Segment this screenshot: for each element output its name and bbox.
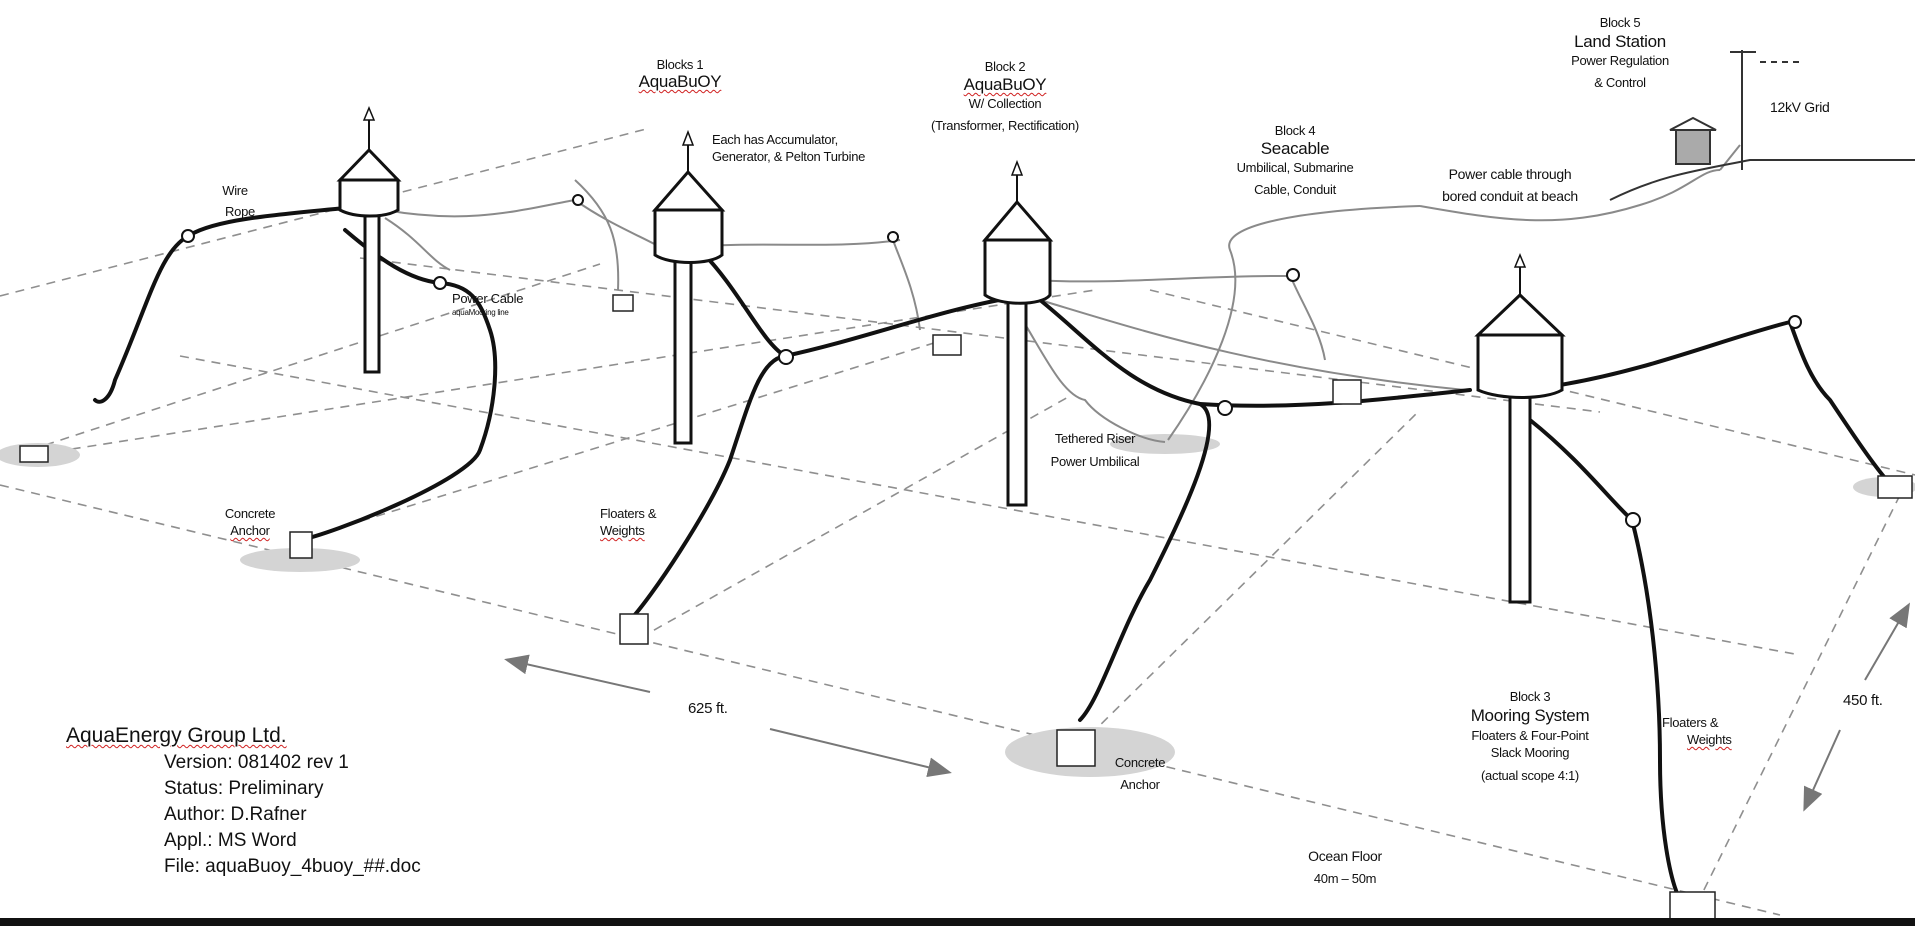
buoy-3 [981, 159, 1054, 507]
grid-label: 12kV Grid [1770, 99, 1830, 115]
wire-rope-label-2: Rope [225, 204, 255, 219]
document-metadata: Version: 081402 rev 1 Status: Preliminar… [164, 750, 421, 880]
anchor-shadows [0, 434, 1915, 777]
beach-cable-2: bored conduit at beach [1442, 188, 1578, 204]
ocean-floor-grid [0, 127, 1915, 919]
company-name: AquaEnergy Group Ltd. [66, 724, 287, 747]
floaters-center-2: Weights [600, 523, 645, 538]
block1-title: AquaBuOY [638, 72, 722, 91]
concrete-anchor-right-2: Anchor [1120, 777, 1160, 792]
block1-desc: Each has Accumulator, Generator, & Pelto… [712, 131, 865, 165]
tethered-riser-1: Tethered Riser [1054, 431, 1136, 446]
tethered-riser-2: Power Umbilical [1050, 454, 1140, 469]
concrete-anchor-left-label: Concrete Anchor [210, 505, 290, 539]
tethered-riser-label: Tethered Riser Power Umbilical [1035, 430, 1155, 470]
block1-desc-line2: Generator, & Pelton Turbine [712, 149, 866, 164]
floor-diag-2 [299, 337, 951, 541]
wire-rope-label: Wire Rope [205, 182, 265, 220]
ocean-floor-2: 40m – 50m [1313, 871, 1377, 886]
block3-title: Mooring System [1470, 706, 1590, 725]
block3-line1: Block 3 [1509, 689, 1551, 704]
block3-desc2: Slack Mooring [1490, 745, 1570, 760]
power-cable-label: Power Cable aquaMooring line [452, 290, 523, 319]
beach-cable-label: Power cable through bored conduit at bea… [1420, 166, 1600, 205]
concrete-anchor-left-2: Anchor [230, 523, 270, 538]
block4-line1: Block 4 [1274, 123, 1316, 138]
floaters-right-1: Floaters & [1662, 715, 1719, 730]
dim-625-label: 625 ft. [688, 700, 728, 717]
block4-desc2: Cable, Conduit [1254, 182, 1336, 197]
block2-desc2: (Transformer, Rectification) [931, 118, 1079, 133]
doc-author: Author: D.Rafner [164, 804, 307, 825]
floaters-right-label: Floaters & Weights [1662, 714, 1732, 748]
floor-line-2 [39, 289, 1096, 455]
floor-line-1 [179, 355, 1801, 656]
block3-desc: Floaters & Four-Point [1471, 728, 1589, 743]
floor-diag-4 [1089, 409, 1421, 736]
buoy-4 [1474, 253, 1566, 604]
power-cable-text: Power Cable [452, 291, 524, 306]
power-cables [384, 144, 1741, 443]
buoy-1 [336, 106, 402, 374]
block4-title: Seacable [1260, 139, 1330, 158]
floor-edge-left [0, 127, 651, 297]
block5-line1: Block 5 [1599, 15, 1641, 30]
land-station [1609, 50, 1915, 201]
block3-label: Block 3 Mooring System Floaters & Four-P… [1445, 688, 1615, 784]
floor-line-3 [359, 257, 1601, 413]
ocean-floor-label: Ocean Floor 40m – 50m [1290, 848, 1400, 887]
floor-diag-3 [639, 395, 1071, 639]
wire-rope-label-1: Wire [222, 183, 248, 198]
block1-label: Blocks 1 AquaBuOY [630, 56, 730, 90]
block2-title: AquaBuOY [963, 75, 1047, 94]
doc-file: File: aquaBuoy_4buoy_##.doc [164, 856, 421, 877]
doc-version: Version: 081402 rev 1 [164, 752, 349, 773]
block1-line1: Blocks 1 [656, 57, 704, 72]
block5-desc2: & Control [1594, 75, 1646, 90]
block2-line1: Block 2 [984, 59, 1026, 74]
doc-status: Status: Preliminary [164, 778, 324, 799]
block5-label: Block 5 Land Station Power Regulation & … [1545, 14, 1695, 91]
concrete-anchor-right-1: Concrete [1114, 755, 1166, 770]
block4-desc: Umbilical, Submarine [1236, 160, 1354, 175]
block2-label: Block 2 AquaBuOY W/ Collection (Transfor… [915, 58, 1095, 134]
buoy-2 [651, 129, 726, 445]
mooring-line-text: aquaMooring line [452, 308, 509, 317]
bottom-border [0, 918, 1915, 926]
dimension-arrows [504, 602, 1911, 812]
block5-desc: Power Regulation [1571, 53, 1669, 68]
floaters-center-label: Floaters & Weights [600, 505, 657, 539]
doc-appl: Appl.: MS Word [164, 830, 297, 851]
ocean-floor-1: Ocean Floor [1308, 848, 1382, 864]
floaters-right-2: Weights [1687, 732, 1732, 747]
block3-desc3: (actual scope 4:1) [1481, 768, 1579, 783]
block5-title: Land Station [1574, 32, 1666, 51]
floor-line-4 [1149, 289, 1915, 476]
mooring-floats [181, 194, 1802, 528]
block2-desc: W/ Collection [968, 96, 1042, 111]
beach-cable-1: Power cable through [1448, 166, 1572, 182]
floaters-center-1: Floaters & [600, 506, 657, 521]
concrete-anchor-right-label: Concrete Anchor [1100, 754, 1180, 793]
floor-diag-1 [29, 263, 601, 451]
dim-450-label: 450 ft. [1843, 692, 1883, 709]
block1-desc-line1: Each has Accumulator, [712, 132, 838, 147]
concrete-anchor-left-1: Concrete [224, 506, 276, 521]
block4-label: Block 4 Seacable Umbilical, Submarine Ca… [1220, 122, 1370, 198]
